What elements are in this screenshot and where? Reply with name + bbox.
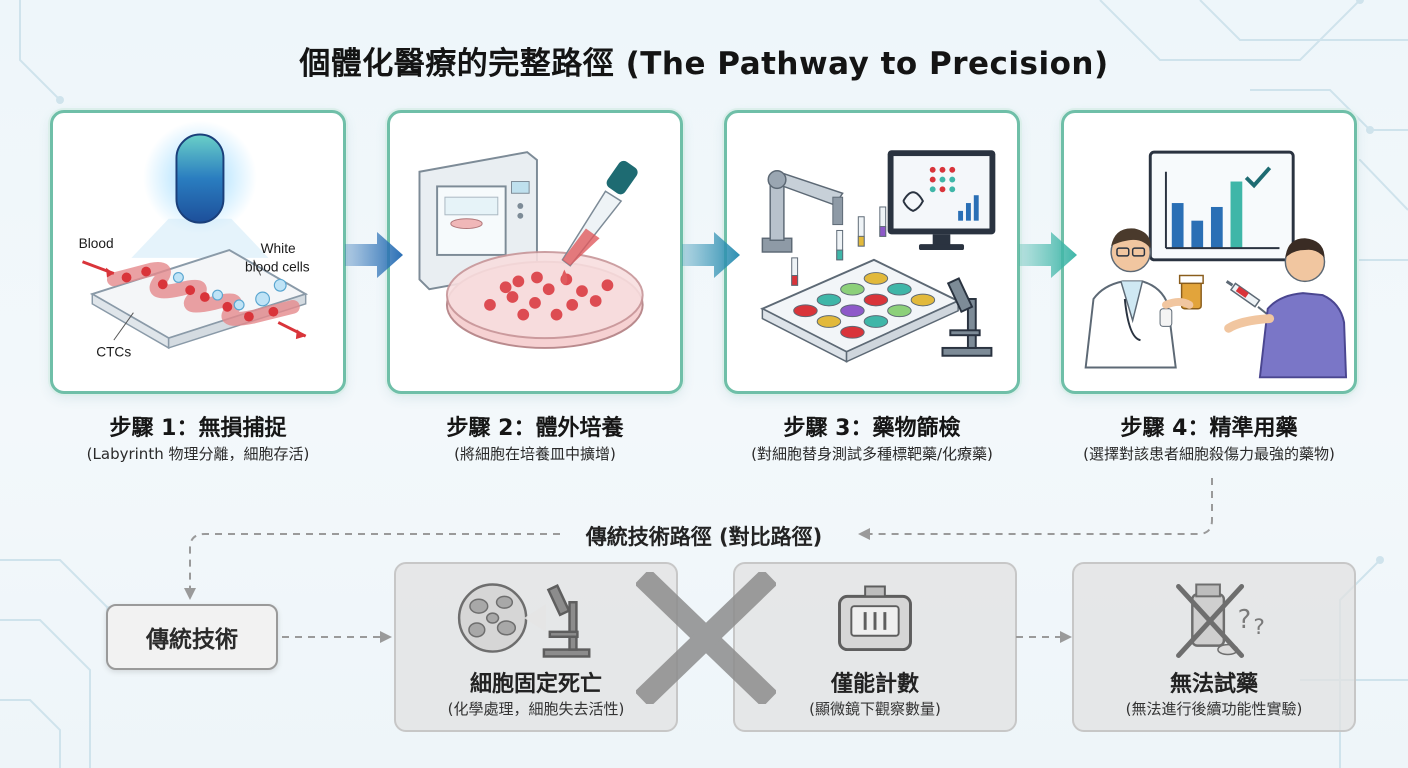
- arrow-step-1-2: [345, 232, 403, 278]
- labyrinth-chip-illustration: Blood White blood cells CTCs: [79, 120, 310, 360]
- step-4-desc: (選擇對該患者細胞殺傷力最強的藥物): [1083, 445, 1335, 463]
- step-3-title: 步驟 3：藥物篩檢: [783, 416, 961, 441]
- step-4-title: 步驟 4：精準用藥: [1120, 416, 1298, 441]
- incubator-culture-illustration: [418, 151, 644, 349]
- capsule-icon: [175, 133, 225, 224]
- svg-text:?: ?: [1253, 615, 1265, 640]
- dropper-icon: [561, 160, 638, 286]
- syringe-icon: [1225, 280, 1269, 316]
- patient-figure: [1224, 238, 1348, 379]
- traditional-path-heading: 傳統技術路徑 (對比路徑): [585, 525, 823, 549]
- blood-label: Blood: [79, 236, 114, 251]
- step-1-title: 步驟 1：無損捕捉: [109, 416, 287, 441]
- cross-mark-icon: [636, 572, 776, 704]
- step-3-card: [724, 110, 1020, 394]
- microscope-icon: [941, 277, 993, 357]
- traditional-box-3-desc: (無法進行後續功能性實驗): [1125, 700, 1303, 718]
- traditional-box-3-title: 無法試藥: [1169, 672, 1258, 697]
- step-2-card: [387, 110, 683, 394]
- step-1-card: Blood White blood cells CTCs: [50, 110, 346, 394]
- traditional-box-1-desc: (化學處理，細胞失去活性): [447, 700, 625, 718]
- ctcs-label: CTCs: [96, 345, 131, 360]
- step-4-card: [1061, 110, 1357, 394]
- drug-screening-illustration: [760, 150, 996, 363]
- blood-cells-label: blood cells: [245, 260, 310, 275]
- no-drug-icon: ? ?: [1176, 583, 1265, 658]
- traditional-box-no-drug-test: ? ? 無法試藥 (無法進行後續功能性實驗): [1072, 562, 1356, 732]
- traditional-technique-box: 傳統技術: [106, 604, 278, 670]
- white-label: White: [261, 241, 296, 256]
- traditional-box-1-title: 細胞固定死亡: [469, 672, 602, 697]
- svg-text:?: ?: [1238, 605, 1252, 635]
- step-2-title: 步驟 2：體外培養: [446, 416, 624, 441]
- microscope-cells-icon: [457, 583, 591, 658]
- step-3-desc: (對細胞替身測試多種標靶藥/化療藥): [751, 445, 993, 463]
- traditional-box-count-only: 僅能計數 (顯微鏡下觀察數量): [733, 562, 1017, 732]
- precision-medicine-illustration: [1084, 150, 1348, 379]
- arrow-step-3-4: [1019, 232, 1077, 278]
- doctor-figure: [1084, 228, 1204, 369]
- traditional-box-2-desc: (顯微鏡下觀察數量): [809, 700, 941, 718]
- traditional-box-2-title: 僅能計數: [830, 672, 919, 697]
- counter-icon: [838, 585, 912, 652]
- arrow-step-2-3: [682, 232, 740, 278]
- step-1-desc: (Labyrinth 物理分離，細胞存活): [86, 445, 310, 463]
- step-2-desc: (將細胞在培養皿中擴增): [454, 445, 616, 463]
- page-title: 個體化醫療的完整路徑 (The Pathway to Precision): [299, 46, 1109, 82]
